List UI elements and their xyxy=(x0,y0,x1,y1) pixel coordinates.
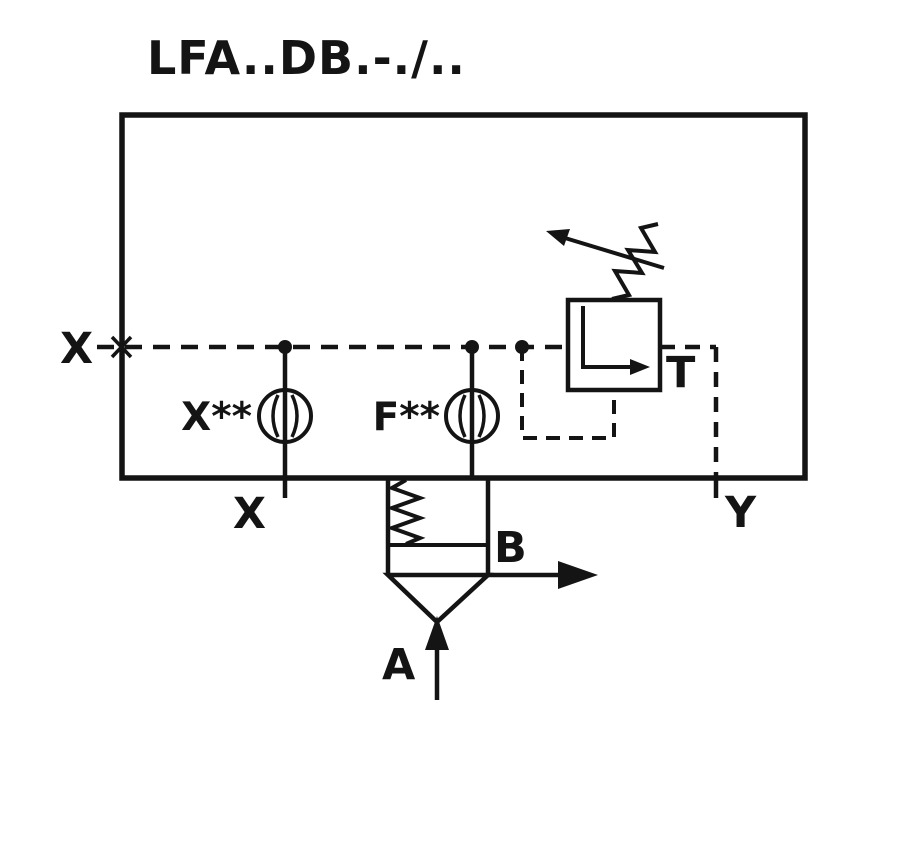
poppet-cone-icon xyxy=(382,572,494,626)
orifice-f-symbol xyxy=(444,388,500,444)
orifice-arc-icon xyxy=(477,394,486,438)
plug-cross-icon xyxy=(110,335,133,359)
remote-control-line xyxy=(520,347,616,440)
remote-dashed-line xyxy=(520,347,616,440)
port-b-arrow xyxy=(488,561,598,589)
port-label-t: T xyxy=(666,348,696,398)
b-arrowhead-icon xyxy=(558,561,598,589)
orifice-f-label: F** xyxy=(373,395,440,440)
pilot-relief-valve xyxy=(546,222,665,393)
orifice-x-symbol xyxy=(257,388,313,444)
valve-housing-outline xyxy=(119,112,808,481)
port-label-a: A xyxy=(382,640,416,690)
tank-line-y xyxy=(660,344,719,498)
diagram-title: LFA..DB.-./.. xyxy=(147,31,466,85)
relief-spring-icon xyxy=(611,222,659,301)
port-label-x-bottom: X xyxy=(233,489,266,539)
a-arrowhead-icon xyxy=(425,616,449,650)
main-valve-spring-icon xyxy=(386,478,426,546)
port-a-arrow xyxy=(425,616,449,700)
port-label-x-left: X xyxy=(60,324,93,374)
orifice-x-branch xyxy=(257,347,313,498)
pilot-line-x xyxy=(97,335,568,359)
adjustment-arrow-shaft xyxy=(564,236,665,270)
relief-flow-path xyxy=(581,306,630,369)
orifice-arc-icon xyxy=(271,394,280,438)
main-poppet-valve xyxy=(382,478,494,626)
orifice-x-label: X** xyxy=(181,395,252,440)
relief-flow-arrowhead-icon xyxy=(630,359,650,375)
orifice-arc-icon xyxy=(458,394,467,438)
orifice-arc-icon xyxy=(290,394,299,438)
port-label-y: Y xyxy=(724,488,757,538)
port-label-b: B xyxy=(494,523,527,573)
orifice-f-branch xyxy=(444,347,500,478)
housing-rect xyxy=(119,112,808,481)
adjustment-arrowhead-icon xyxy=(546,229,570,246)
